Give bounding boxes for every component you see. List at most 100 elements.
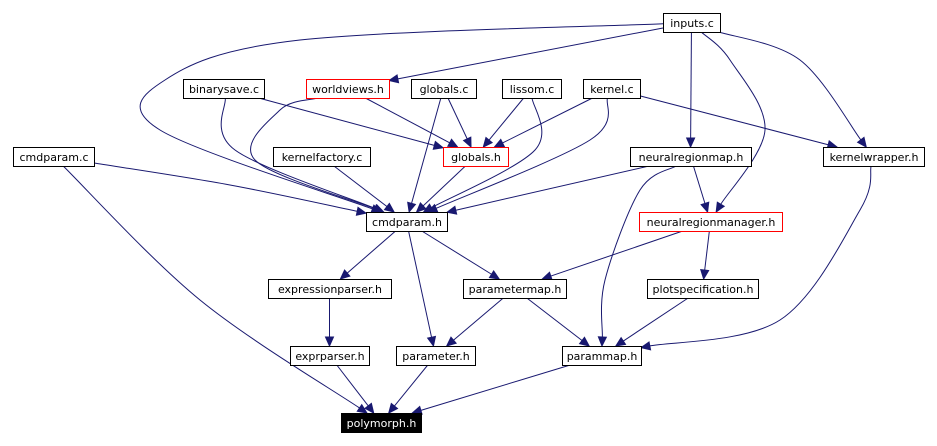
node-parameter-h[interactable]: parameter.h bbox=[396, 346, 476, 366]
node-neuralregionmap-h[interactable]: neuralregionmap.h bbox=[630, 147, 752, 167]
node-box bbox=[411, 79, 477, 99]
node-globals-h[interactable]: globals.h bbox=[443, 147, 509, 167]
arrowhead-cmdparam_h-to-parametermap_h bbox=[488, 269, 501, 280]
arrowhead-cmdparam_h-to-parameter_h bbox=[426, 335, 437, 348]
node-box bbox=[396, 346, 476, 366]
node-label: lissom.c bbox=[510, 83, 555, 96]
edge-cmdparam_c-to-cmdparam_h bbox=[93, 162, 358, 212]
edge-worldviews_h-to-cmdparam_h bbox=[250, 97, 375, 210]
arrowhead-kernelwrapper_h-to-parammap_h bbox=[639, 341, 652, 351]
node-label: plotspecification.h bbox=[653, 283, 754, 296]
node-label: globals.c bbox=[420, 83, 469, 96]
edge-kernel_c-to-cmdparam_h bbox=[435, 97, 609, 209]
node-expressionparser-h[interactable]: expressionparser.h bbox=[268, 279, 392, 299]
arrowhead-parameter_h-to-polymorph_h bbox=[387, 402, 399, 414]
arrowhead-neuralregionmanager_h-to-parametermap_h bbox=[541, 271, 553, 281]
arrowhead-plotspecification_h-to-parammap_h bbox=[614, 336, 627, 347]
node-label: globals.h bbox=[451, 151, 501, 164]
node-box bbox=[273, 147, 371, 167]
node-box bbox=[823, 147, 925, 167]
node-kernelfactory-c[interactable]: kernelfactory.c bbox=[273, 147, 371, 167]
edge-parammap_h-to-polymorph_h bbox=[420, 364, 571, 411]
node-inputs-c[interactable]: inputs.c bbox=[663, 13, 721, 33]
edge-neuralregionmanager_h-to-parametermap_h bbox=[550, 230, 683, 277]
arrowhead-parametermap_h-to-parameter_h bbox=[445, 336, 458, 347]
edge-inputs_c-to-worldviews_h bbox=[397, 27, 664, 80]
node-neuralregionmanager-h[interactable]: neuralregionmanager.h bbox=[639, 212, 783, 232]
node-kernel-c[interactable]: kernel.c bbox=[583, 79, 641, 99]
arrowhead-globals_c-to-cmdparam_h bbox=[407, 201, 417, 214]
edge-exprparser_h-to-polymorph_h bbox=[336, 364, 369, 407]
arrowhead-globals_c-to-globals_h bbox=[462, 136, 472, 149]
node-label: polymorph.h bbox=[347, 417, 417, 430]
edge-kernel_c-to-globals_h bbox=[502, 97, 593, 144]
arrowhead-globals_h-to-cmdparam_h bbox=[415, 202, 427, 213]
edge-binarysave_c-to-cmdparam_h bbox=[220, 97, 376, 209]
arrowhead-cmdparam_c-to-polymorph_h bbox=[356, 403, 368, 414]
node-label: neuralregionmanager.h bbox=[647, 216, 776, 229]
node-label: kernelwrapper.h bbox=[830, 151, 919, 164]
edge-plotspecification_h-to-parammap_h bbox=[623, 297, 689, 342]
edge-globals_c-to-cmdparam_h bbox=[411, 97, 442, 204]
graph-nodes: inputs.c binarysave.c worldviews.h globals.… bbox=[13, 13, 925, 433]
edge-kernelwrapper_h-to-parammap_h bbox=[649, 165, 872, 347]
arrowhead-kernel_c-to-globals_h bbox=[493, 138, 506, 148]
edge-cmdparam_c-to-polymorph_h bbox=[62, 165, 360, 409]
arrowhead-inputs_c-to-neuralregionmap_h bbox=[685, 137, 696, 149]
edge-cmdparam_h-to-expressionparser_h bbox=[346, 230, 396, 274]
node-box bbox=[341, 413, 422, 433]
node-box bbox=[663, 13, 721, 33]
graph-edges bbox=[62, 23, 872, 415]
node-label: parameter.h bbox=[402, 350, 470, 363]
node-label: worldviews.h bbox=[312, 83, 384, 96]
edge-parameter_h-to-polymorph_h bbox=[394, 364, 429, 407]
node-label: parametermap.h bbox=[469, 283, 562, 296]
node-box bbox=[443, 147, 509, 167]
node-lissom-c[interactable]: lissom.c bbox=[502, 79, 562, 99]
node-cmdparam-c[interactable]: cmdparam.c bbox=[13, 147, 95, 167]
edge-neuralregionmap_h-to-neuralregionmanager_h bbox=[692, 165, 706, 204]
edge-globals_c-to-globals_h bbox=[447, 97, 468, 140]
edge-neuralregionmap_h-to-parammap_h bbox=[600, 165, 677, 338]
edge-lissom_c-to-globals_h bbox=[488, 97, 525, 141]
node-box bbox=[583, 79, 641, 99]
edge-parametermap_h-to-parameter_h bbox=[453, 297, 504, 341]
node-label: cmdparam.c bbox=[20, 151, 89, 164]
node-box bbox=[562, 346, 642, 366]
arrowhead-parametermap_h-to-parammap_h bbox=[578, 336, 591, 347]
arrowhead-cmdparam_c-to-cmdparam_h bbox=[355, 206, 368, 216]
node-box bbox=[306, 79, 390, 99]
node-label: inputs.c bbox=[670, 17, 714, 30]
node-exprparser-h[interactable]: exprparser.h bbox=[290, 346, 370, 366]
arrowhead-neuralregionmanager_h-to-plotspecification_h bbox=[700, 269, 710, 281]
node-kernelwrapper-h[interactable]: kernelwrapper.h bbox=[823, 147, 925, 167]
edge-globals_h-to-cmdparam_h bbox=[422, 165, 466, 207]
node-label: cmdparam.h bbox=[372, 216, 442, 229]
node-label: exprparser.h bbox=[295, 350, 364, 363]
node-parammap-h[interactable]: parammap.h bbox=[562, 346, 642, 366]
node-box bbox=[463, 279, 567, 299]
node-box bbox=[13, 147, 95, 167]
node-label: binarysave.c bbox=[189, 83, 259, 96]
node-worldviews-h[interactable]: worldviews.h bbox=[306, 79, 390, 99]
edge-kernelfactory_c-to-cmdparam_h bbox=[333, 165, 388, 207]
arrowhead-exprparser_h-to-polymorph_h bbox=[364, 402, 375, 414]
edge-inputs_c-to-kernelwrapper_h bbox=[718, 31, 862, 141]
node-cmdparam-h[interactable]: cmdparam.h bbox=[366, 212, 448, 232]
arrowhead-neuralregionmap_h-to-parammap_h bbox=[597, 336, 608, 348]
edge-lissom_c-to-cmdparam_h bbox=[431, 97, 543, 209]
edge-inputs_c-to-cmdparam_h bbox=[139, 23, 664, 210]
edge-cmdparam_h-to-parametermap_h bbox=[421, 230, 492, 275]
edge-inputs_c-to-neuralregionmap_h bbox=[690, 31, 692, 139]
edge-parametermap_h-to-parammap_h bbox=[526, 297, 583, 341]
node-polymorph-h[interactable]: polymorph.h bbox=[341, 413, 422, 433]
node-globals-c[interactable]: globals.c bbox=[411, 79, 477, 99]
node-plotspecification-h[interactable]: plotspecification.h bbox=[647, 279, 759, 299]
arrowhead-expressionparser_h-to-exprparser_h bbox=[324, 336, 335, 348]
node-binarysave-c[interactable]: binarysave.c bbox=[183, 79, 265, 99]
arrowhead-cmdparam_h-to-expressionparser_h bbox=[339, 269, 351, 280]
node-box bbox=[502, 79, 562, 99]
edge-neuralregionmap_h-to-cmdparam_h bbox=[455, 165, 650, 211]
node-parametermap-h[interactable]: parametermap.h bbox=[463, 279, 567, 299]
